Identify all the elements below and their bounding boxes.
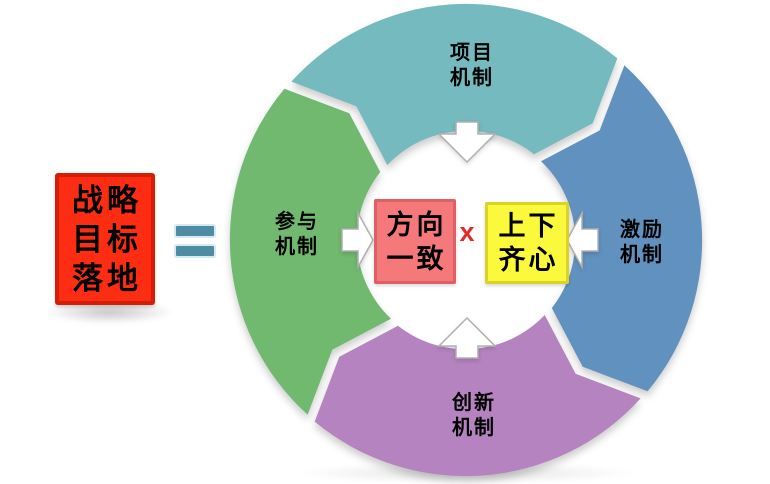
direction-aligned-box: 方向 一致 — [374, 199, 456, 284]
equals-bar-top — [176, 226, 214, 236]
label-line: 创新 — [452, 392, 496, 414]
segment-label-innovation: 创新 机制 — [428, 391, 518, 441]
goal-line-2: 目标 — [72, 221, 142, 257]
label-line: 机制 — [452, 417, 496, 439]
direction-line-1: 方向 — [386, 209, 447, 240]
multiply-operator: x — [459, 217, 475, 247]
ring-segment-innovation — [314, 315, 641, 477]
inward-arrow-right-icon — [566, 210, 599, 270]
ring-segment-incentive — [541, 65, 703, 392]
segment-label-participation: 参与 机制 — [251, 210, 341, 260]
goal-line-1: 战略 — [72, 182, 142, 218]
equals-bar-bottom — [176, 246, 214, 256]
goal-line-3: 落地 — [72, 260, 142, 296]
inward-arrow-top-icon — [437, 121, 497, 164]
strategy-goal-box: 战略 目标 落地 — [55, 173, 155, 305]
label-line: 机制 — [620, 244, 664, 266]
label-line: 机制 — [275, 236, 319, 258]
unity-line-1: 上下 — [498, 211, 559, 241]
label-line: 激励 — [620, 219, 664, 241]
inward-arrow-bottom-icon — [437, 316, 497, 359]
segment-label-project: 项目 机制 — [426, 41, 516, 91]
unity-box: 上下 齐心 — [485, 202, 569, 284]
equals-sign: = — [176, 226, 214, 258]
label-line: 项目 — [450, 42, 494, 64]
segment-label-incentive: 激励 机制 — [596, 218, 686, 268]
ring-segment-project — [291, 3, 618, 165]
unity-line-2: 齐心 — [498, 245, 559, 275]
direction-line-2: 一致 — [386, 243, 447, 274]
ring-segment-participation — [229, 88, 391, 415]
label-line: 机制 — [450, 67, 494, 89]
label-line: 参与 — [275, 211, 319, 233]
inward-arrow-left-icon — [341, 210, 374, 270]
